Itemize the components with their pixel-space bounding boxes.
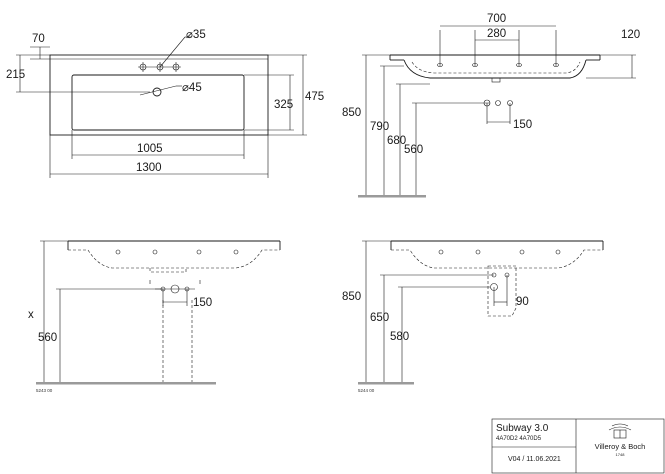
brand-year: 1748 [616, 452, 626, 457]
dim-280: 280 [487, 28, 506, 40]
dim-x: x [28, 309, 34, 321]
drain-hole [152, 87, 162, 97]
dim-650: 650 [370, 312, 389, 324]
dim-1300: 1300 [136, 162, 162, 174]
dim-hole-45: ⌀45 [182, 82, 202, 94]
dim-790: 790 [370, 121, 389, 133]
dim-150: 150 [513, 119, 532, 131]
dim-325: 325 [274, 99, 293, 111]
floor-line [36, 382, 216, 385]
tap-holes [138, 62, 181, 72]
dim-560: 560 [404, 144, 423, 156]
dim-700: 700 [487, 13, 506, 25]
dim-580: 580 [390, 331, 409, 343]
product-name: Subway 3.0 [496, 423, 549, 434]
dim-90: 90 [516, 296, 529, 308]
lower-left-view: 5243 00 x 560 150 [28, 240, 281, 393]
tap-hole-marks [438, 249, 561, 255]
floor-line [358, 195, 426, 198]
drawing-code: 5244 00 [358, 388, 375, 393]
basin-outline [49, 54, 269, 136]
front-view: 700 280 120 850 790 680 560 150 [342, 13, 640, 198]
dim-560: 560 [38, 332, 57, 344]
dim-215: 215 [6, 69, 25, 81]
version-date: V04 / 11.06.2021 [508, 456, 561, 463]
dim-475: 475 [305, 91, 324, 103]
dim-70: 70 [32, 33, 45, 45]
bowl-outline [71, 74, 245, 131]
floor-line [358, 382, 414, 385]
title-block: Subway 3.0 4A70D2 4A70D5 V04 / 11.06.202… [491, 418, 665, 474]
drawing-code: 5243 00 [36, 388, 53, 393]
tap-hole-marks [115, 249, 239, 255]
dim-120: 120 [621, 29, 640, 41]
dim-150: 150 [193, 297, 212, 309]
dim-850: 850 [342, 107, 361, 119]
tap-hole-marks [437, 30, 559, 67]
dim-680: 680 [387, 135, 406, 147]
brand-logo-icon [608, 423, 632, 439]
lower-right-view: 5244 00 850 650 580 90 [342, 240, 604, 393]
product-codes: 4A70D2 4A70D5 [496, 436, 542, 442]
brand-name: Villeroy & Boch [595, 442, 646, 451]
dim-1005: 1005 [137, 143, 163, 155]
dim-hole-35: ⌀35 [186, 29, 206, 41]
top-view: 70 215 ⌀35 ⌀45 325 475 1005 1300 [6, 29, 324, 178]
dim-850: 850 [342, 291, 361, 303]
